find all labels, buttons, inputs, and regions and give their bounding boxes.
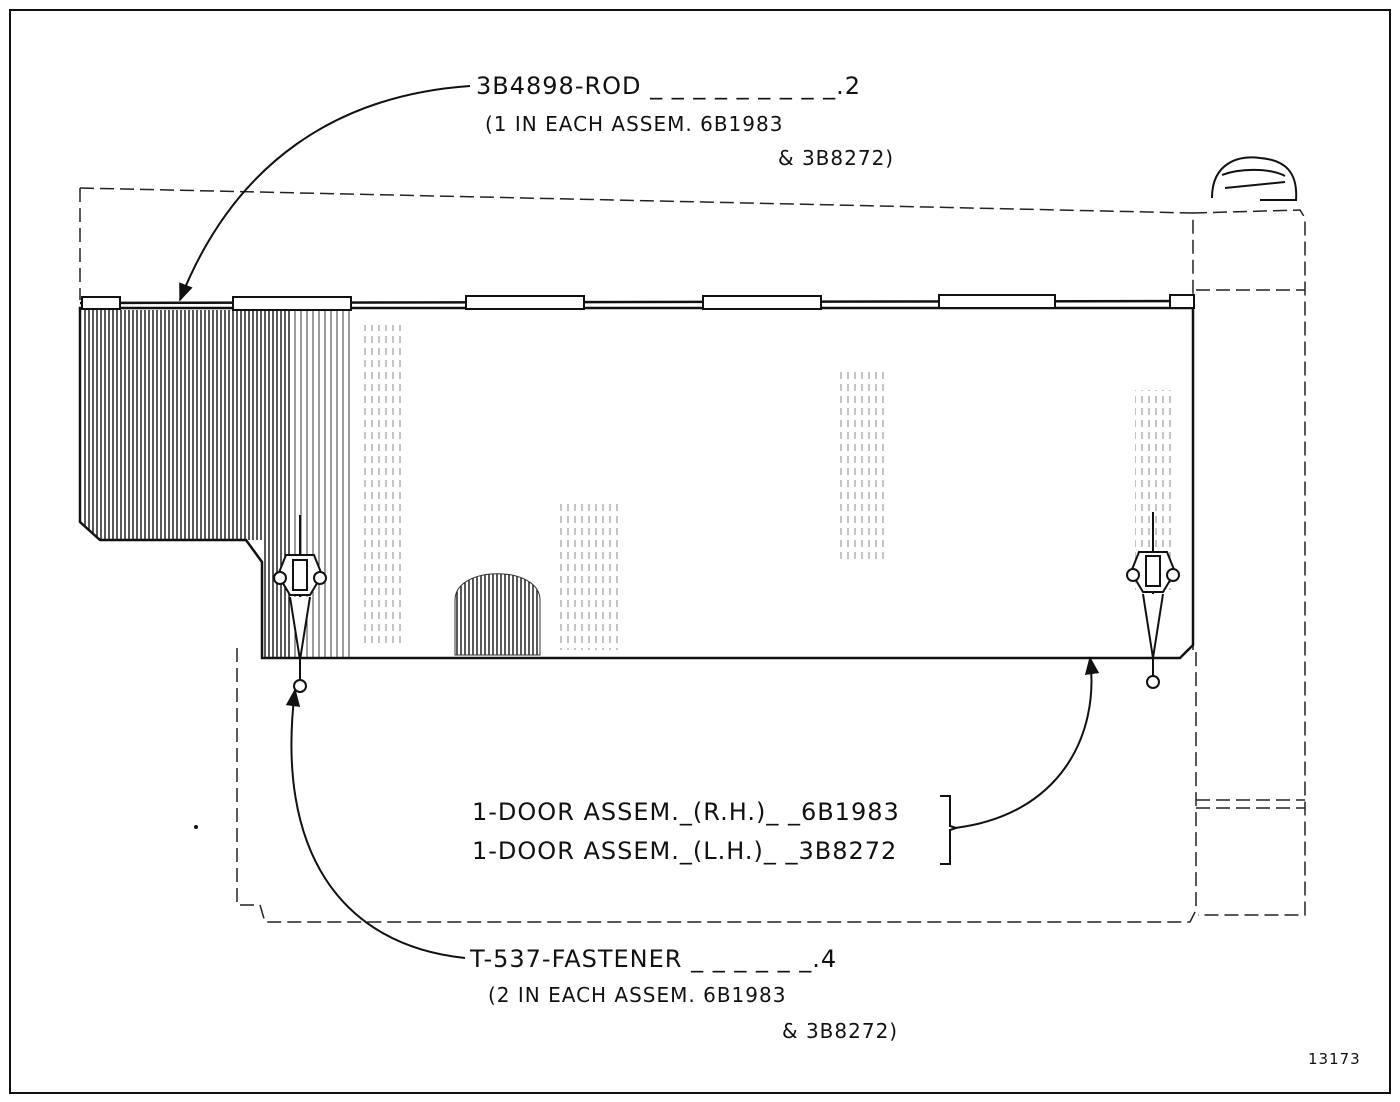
door-brace bbox=[940, 795, 960, 865]
rod-note-line2: & 3B8272) bbox=[778, 146, 894, 170]
fastener-label: T-537-FASTENER _ _ _ _ _ _.4 bbox=[469, 945, 837, 973]
figure-number: 13173 bbox=[1308, 1050, 1361, 1068]
rod-leader bbox=[179, 85, 471, 302]
leader-lines bbox=[179, 85, 1100, 959]
top-cap bbox=[1211, 156, 1298, 201]
rod-note-line1: (1 IN EACH ASSEM. 6B1983 bbox=[485, 112, 783, 136]
fastener-leader bbox=[285, 688, 466, 959]
fastener-left bbox=[273, 515, 327, 693]
door-label-lh: 1-DOOR ASSEM._(L.H.)_ _3B8272 bbox=[472, 837, 897, 865]
door-panel bbox=[78, 306, 1195, 660]
door-leader bbox=[954, 656, 1100, 829]
rod-label: 3B4898-ROD _ _ _ _ _ _ _ _ _.2 bbox=[476, 72, 861, 100]
fastener-right bbox=[1126, 512, 1180, 689]
hinge-rod bbox=[79, 294, 1196, 311]
stray-mark bbox=[194, 825, 198, 829]
fastener-note-line1: (2 IN EACH ASSEM. 6B1983 bbox=[488, 983, 786, 1007]
fastener-note-line2: & 3B8272) bbox=[782, 1019, 898, 1043]
figure-border bbox=[9, 9, 1391, 1094]
door-label-rh: 1-DOOR ASSEM._(R.H.)_ _6B1983 bbox=[472, 798, 900, 826]
